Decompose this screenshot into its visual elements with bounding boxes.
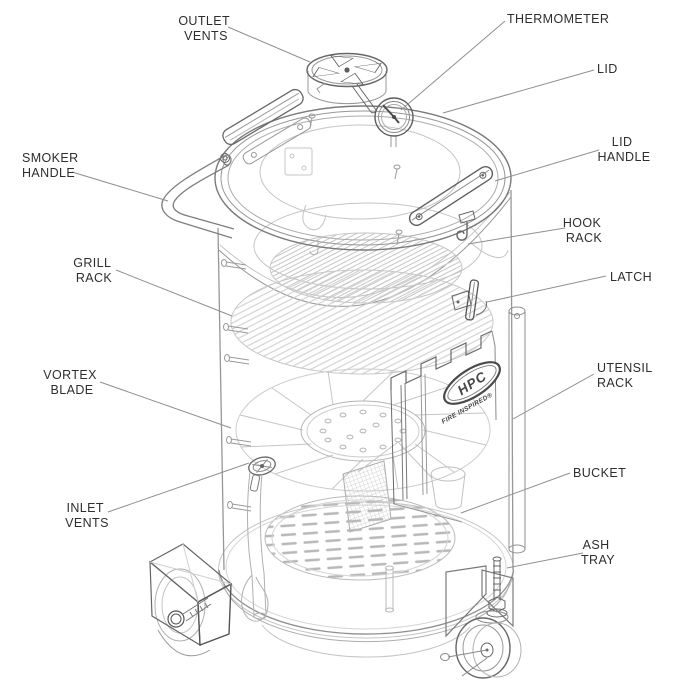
leader-line	[71, 171, 169, 202]
label-text: SMOKER HANDLE	[22, 151, 82, 180]
bucket-outline	[430, 466, 466, 510]
lid-outer-rim	[214, 105, 512, 251]
label-utensil-rack: UTENSIL RACK	[512, 361, 656, 420]
right-caster	[440, 556, 522, 679]
vent-pinwheel	[312, 55, 382, 85]
lid-dome-ring	[259, 124, 461, 220]
leader-line	[506, 552, 584, 569]
pipe-bracket	[241, 574, 269, 622]
label-text: LID	[597, 62, 618, 76]
label-vortex-blade: VORTEX BLADE	[43, 368, 232, 429]
label-text: VORTEX BLADE	[43, 368, 100, 397]
leader-line	[460, 472, 571, 514]
leader-line	[107, 462, 250, 513]
leader-line	[227, 26, 311, 63]
label-grill-rack: GRILL RACK	[73, 256, 233, 317]
vent-tab	[316, 82, 326, 94]
far-bracket	[284, 147, 327, 231]
label-smoker-handle: SMOKER HANDLE	[22, 151, 169, 202]
left-caster-axle-bolt	[167, 597, 212, 628]
label-text: THERMOMETER	[507, 12, 609, 26]
brake-lever	[447, 649, 488, 677]
leader-line	[512, 373, 595, 420]
label-bucket: BUCKET	[460, 466, 626, 514]
drum-interior	[218, 147, 514, 658]
right-caster-wheel	[440, 617, 522, 679]
utensil-rack-panel	[390, 330, 497, 523]
utensil-rack-rod	[508, 306, 526, 554]
label-lid: LID	[442, 62, 618, 114]
label-text: LATCH	[610, 270, 652, 284]
vent-handle-rod	[351, 83, 377, 114]
outlet-vent-cap	[306, 52, 388, 114]
side-screws	[221, 259, 252, 512]
stand-pipe	[385, 565, 394, 613]
vent-neck-base	[307, 91, 387, 105]
lid-hinge	[220, 88, 312, 165]
leader-line	[467, 227, 566, 245]
label-latch: LATCH	[486, 270, 652, 303]
leader-line	[486, 275, 607, 303]
leader-line	[442, 69, 595, 114]
ash-grate	[264, 495, 456, 581]
hook-rack-hooks	[309, 210, 509, 258]
smoker-handle-tube	[161, 154, 235, 239]
right-caster-stem	[486, 556, 508, 618]
castellated-edge	[390, 330, 493, 390]
vent-hub	[344, 67, 350, 73]
callout-labels: OUTLET VENTS THERMOMETER LID SMOKER HAND…	[22, 12, 656, 569]
label-text: BUCKET	[573, 466, 626, 480]
left-caster	[148, 543, 233, 657]
label-thermometer: THERMOMETER	[400, 12, 609, 111]
label-text: LID HANDLE	[597, 135, 650, 164]
lid-mid-rim	[220, 110, 506, 246]
vortex-plate-holes	[319, 409, 407, 453]
lid-handle-bar	[408, 165, 494, 227]
label-text: OUTLET VENTS	[178, 14, 233, 43]
label-text: ASH TRAY	[581, 538, 615, 567]
inlet-vent-valve	[248, 456, 276, 492]
ash-grate-inner	[271, 499, 449, 577]
drum-left-edge	[217, 227, 225, 571]
label-lid-handle: LID HANDLE	[494, 135, 650, 182]
pedestal-arc	[261, 624, 471, 658]
thermometer-dial	[374, 97, 414, 147]
label-text: UTENSIL RACK	[597, 361, 656, 390]
label-text: INLET VENTS	[65, 501, 109, 530]
leader-line	[115, 269, 233, 317]
leader-line	[400, 20, 506, 111]
drum-right-edge	[510, 189, 514, 571]
grill-rack-grate	[230, 269, 494, 375]
leader-line	[99, 381, 232, 429]
latch-assembly	[451, 279, 487, 321]
lid-inner-rim	[227, 115, 499, 241]
label-outlet-vents: OUTLET VENTS	[178, 14, 311, 63]
inlet-pipe	[241, 471, 269, 622]
leader-line	[494, 149, 600, 182]
label-inlet-vents: INLET VENTS	[65, 462, 250, 530]
label-ash-tray: ASH TRAY	[506, 538, 615, 569]
bottom-rim-inner	[225, 504, 507, 630]
label-text: HOOK RACK	[563, 216, 605, 245]
label-hook-rack: HOOK RACK	[467, 216, 605, 245]
label-text: GRILL RACK	[73, 256, 115, 285]
